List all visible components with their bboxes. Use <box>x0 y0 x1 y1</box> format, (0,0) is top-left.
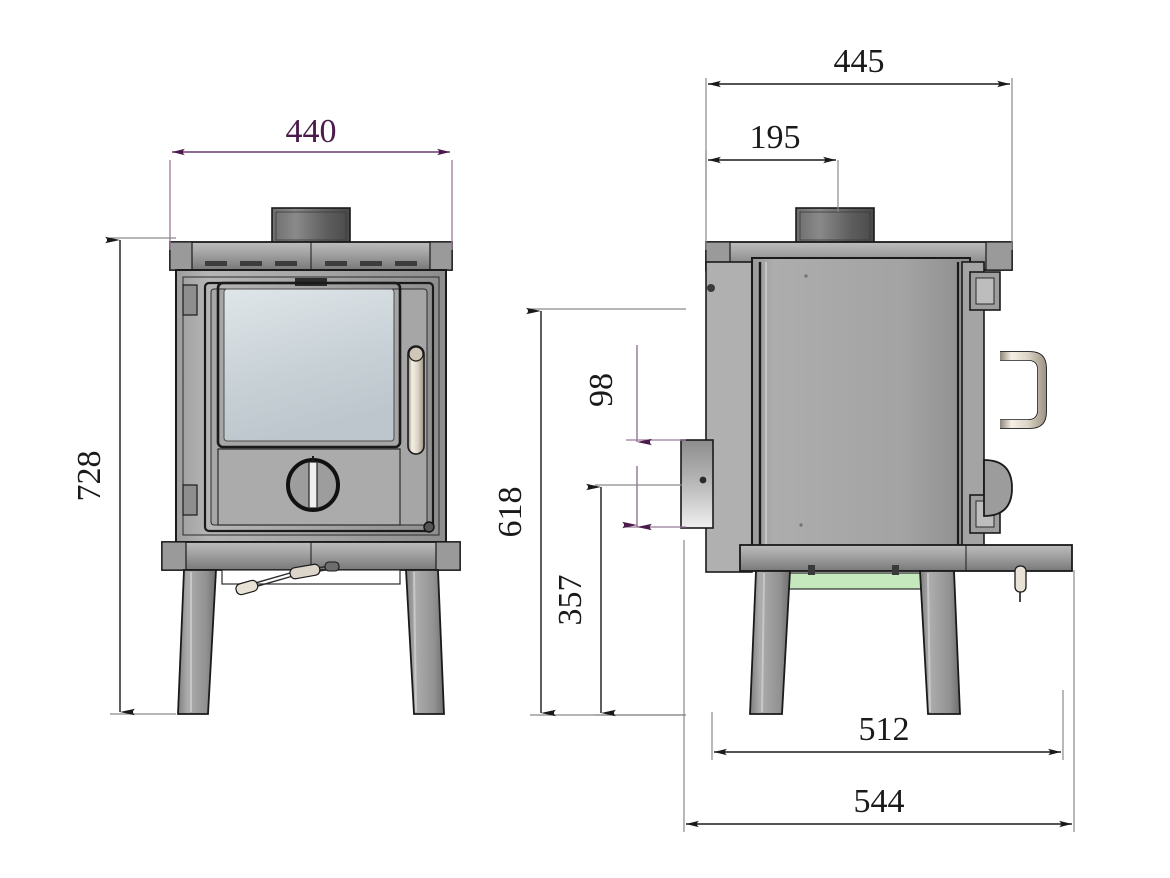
dimension-label-98: 98 <box>583 373 620 407</box>
front-leg-left <box>177 569 217 715</box>
side-rear-bolt-icon <box>707 284 715 292</box>
dimension-front-width: 440 <box>169 113 453 250</box>
front-hinge-strip <box>182 284 198 516</box>
side-door-handle[interactable] <box>1000 351 1047 429</box>
front-elevation-view <box>161 207 461 715</box>
dimension-outlet-diameter: 98 <box>583 345 686 531</box>
dimension-label-445: 445 <box>834 43 885 80</box>
side-leg-rear <box>749 570 791 715</box>
front-leg-right <box>405 569 445 715</box>
side-riddling-rod[interactable] <box>1014 565 1027 602</box>
dimension-leg-spread: 512 <box>711 690 1064 760</box>
dimension-front-height: 728 <box>71 236 176 716</box>
dimension-flue-offset: 195 <box>705 119 839 212</box>
dimension-body-height: 618 <box>492 307 686 717</box>
front-air-control-knob[interactable] <box>286 456 340 512</box>
dimension-side-depth: 445 <box>705 43 1013 250</box>
front-top-plate <box>169 241 453 271</box>
front-riddling-tool <box>235 561 340 596</box>
side-hinge-upper[interactable] <box>969 271 1001 311</box>
front-door-handle[interactable] <box>407 345 425 455</box>
front-flue-collar <box>271 207 351 245</box>
dimension-label-618: 618 <box>492 487 529 538</box>
side-body-panel <box>751 257 971 549</box>
dimension-label-195: 195 <box>750 119 801 156</box>
side-flue-collar <box>795 207 875 245</box>
side-elevation-view <box>680 207 1073 715</box>
dimension-label-544: 544 <box>854 783 905 820</box>
side-rear-outlet-stub <box>680 439 714 529</box>
front-glass-window <box>216 281 402 449</box>
front-door-latch[interactable] <box>423 521 435 533</box>
dimension-label-357: 357 <box>552 575 589 626</box>
dimension-label-728: 728 <box>71 451 108 502</box>
dimension-label-512: 512 <box>859 711 910 748</box>
dimension-label-440: 440 <box>286 113 337 150</box>
side-leg-front <box>919 570 961 715</box>
side-air-knob-edge <box>983 459 1013 517</box>
dimension-outlet-height: 357 <box>552 483 686 717</box>
dimension-base-depth: 544 <box>683 540 1075 832</box>
